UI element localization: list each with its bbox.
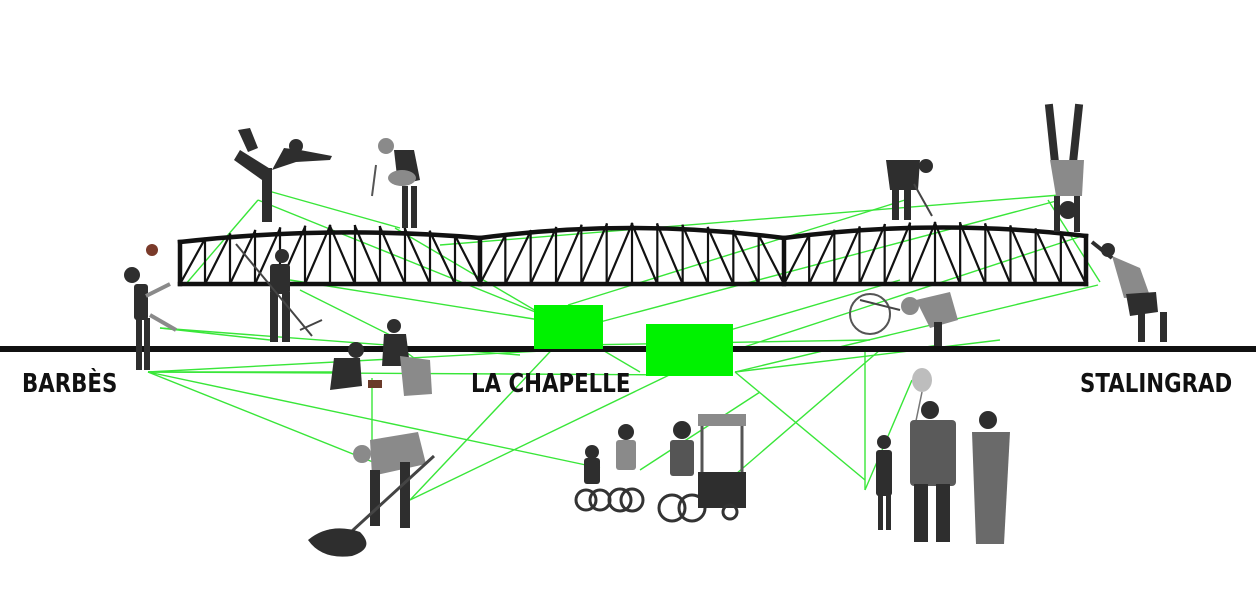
juggler-figure bbox=[124, 244, 177, 370]
pushing-person-figure bbox=[1090, 240, 1167, 342]
green-block-upper bbox=[534, 305, 603, 349]
truss-diagonal bbox=[478, 233, 507, 286]
farmer-with-pitchfork-figure bbox=[235, 243, 323, 342]
truss-diagonal bbox=[908, 221, 937, 286]
truss-diagonal bbox=[1009, 225, 1038, 286]
truss-diagonal bbox=[630, 222, 659, 286]
network-line bbox=[734, 371, 866, 481]
family-with-balloon-figure bbox=[876, 368, 1010, 544]
truss-diagonal bbox=[378, 225, 407, 286]
network-line bbox=[257, 199, 561, 323]
network-line bbox=[147, 371, 389, 469]
truss-diagonal bbox=[1034, 227, 1063, 286]
truss-diagonal bbox=[832, 226, 861, 286]
truss-diagonal bbox=[303, 224, 332, 286]
network-line bbox=[184, 199, 259, 286]
network-line bbox=[734, 339, 1001, 373]
cargo-bike-figure bbox=[698, 414, 746, 521]
truss-diagonal bbox=[731, 229, 761, 286]
truss-diagonal bbox=[228, 229, 257, 286]
network-line bbox=[599, 199, 1061, 323]
network-line bbox=[289, 279, 541, 321]
truss-diagonal bbox=[178, 237, 207, 286]
station-label-barbes: BARBÈS bbox=[22, 369, 118, 399]
network-line bbox=[409, 364, 691, 501]
network-line bbox=[299, 289, 401, 341]
cyclists-bodies bbox=[584, 421, 694, 484]
network-line bbox=[734, 234, 1086, 351]
truss-diagonal bbox=[503, 229, 533, 286]
person-fixing-bicycle-figure bbox=[849, 292, 958, 346]
truss-diagonal bbox=[529, 226, 558, 286]
network-line bbox=[734, 284, 1099, 373]
viaduct-bridge bbox=[177, 221, 1089, 287]
truss-diagonal bbox=[428, 230, 457, 286]
network-line bbox=[439, 194, 1061, 246]
network-line bbox=[147, 371, 601, 469]
truss-diagonal bbox=[681, 224, 710, 286]
gardener-digging-figure bbox=[308, 432, 436, 557]
station-label-la-chapelle: LA CHAPELLE bbox=[471, 369, 631, 399]
truss-diagonal bbox=[706, 226, 735, 286]
children-playing-figure bbox=[330, 319, 432, 396]
truss-diagonal bbox=[933, 221, 962, 286]
network-line bbox=[729, 279, 901, 331]
truss-diagonal bbox=[253, 226, 282, 286]
truss-diagonal bbox=[579, 223, 609, 286]
green-block-lower bbox=[646, 324, 733, 376]
truss-diagonal bbox=[958, 221, 987, 286]
truss-diagonal bbox=[203, 232, 232, 286]
truss-diagonal bbox=[1059, 231, 1088, 286]
family-cyclists-figure bbox=[574, 487, 707, 523]
handstand-person-figure bbox=[1044, 103, 1084, 232]
network-line bbox=[639, 391, 761, 471]
network-line bbox=[567, 199, 906, 306]
person-with-golf-club-figure bbox=[886, 159, 933, 220]
truss-diagonal bbox=[328, 224, 357, 286]
truss-diagonal bbox=[554, 224, 583, 286]
truss-diagonal bbox=[605, 222, 634, 286]
truss-diagonal bbox=[983, 223, 1012, 286]
station-label-stalingrad: STALINGRAD bbox=[1080, 369, 1233, 399]
truss-diagonal bbox=[883, 222, 912, 286]
truss-diagonal bbox=[858, 223, 887, 286]
yoga-dancer-figure bbox=[234, 128, 332, 222]
truss-diagonal bbox=[807, 229, 836, 286]
truss-diagonal bbox=[782, 233, 811, 286]
truss-diagonal bbox=[757, 233, 786, 286]
network-line bbox=[264, 189, 401, 229]
truss-diagonal bbox=[353, 224, 382, 286]
network-line bbox=[864, 379, 913, 491]
child-with-basket-figure bbox=[371, 138, 420, 228]
truss-diagonal bbox=[453, 233, 482, 286]
truss-diagonal bbox=[403, 227, 432, 286]
truss-diagonal bbox=[655, 223, 685, 286]
